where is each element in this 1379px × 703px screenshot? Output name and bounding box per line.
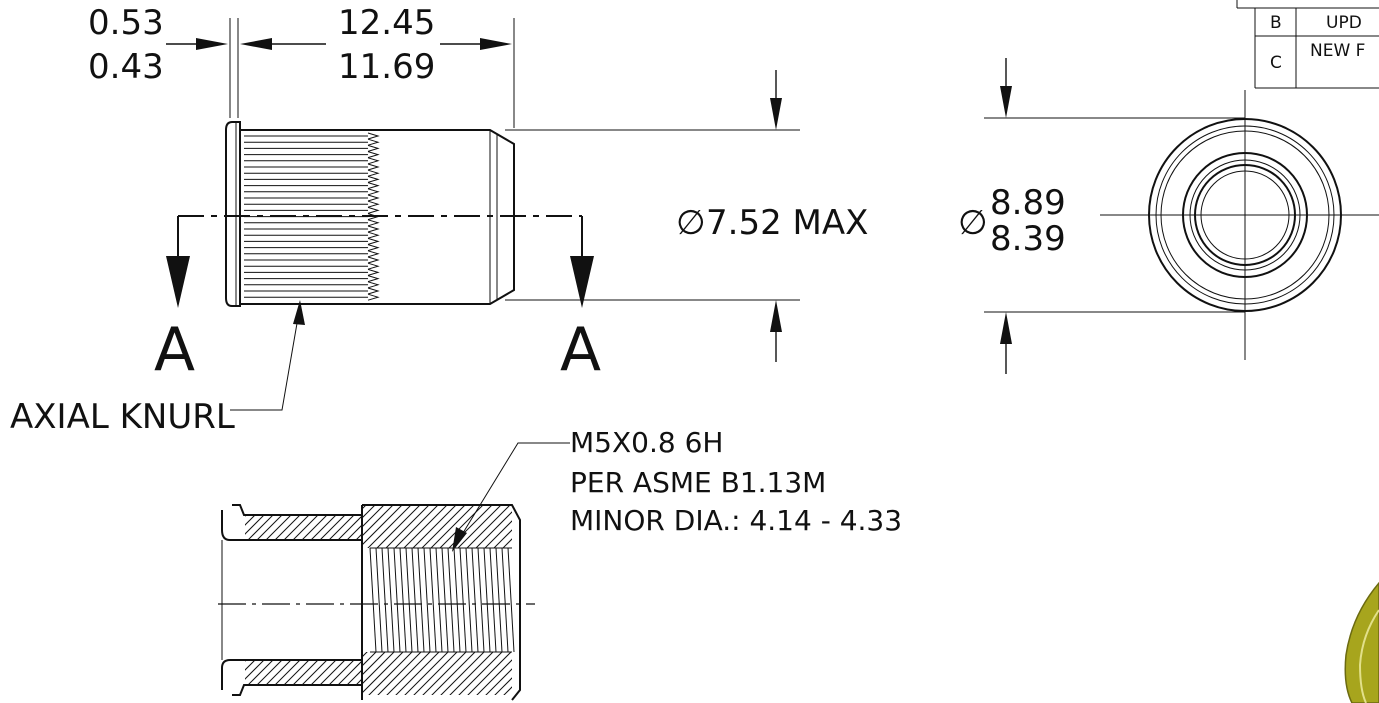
rev-row-c-letter: C xyxy=(1270,53,1282,73)
thread-standard: PER ASME B1.13M xyxy=(570,466,826,499)
flange-thickness-lower: 0.43 xyxy=(88,47,164,87)
rev-row-b-letter: B xyxy=(1270,13,1282,33)
flange-thickness-dimension: 0.53 0.43 xyxy=(88,3,228,87)
flange-diameter-upper: 8.89 xyxy=(990,183,1066,223)
body-diameter-value: 7.52 MAX xyxy=(706,203,868,243)
overall-length-upper: 12.45 xyxy=(338,3,435,43)
overall-length-lower: 11.69 xyxy=(338,47,435,87)
flange-diameter-symbol: ∅ xyxy=(958,203,988,243)
overall-length-dimension: 12.45 11.69 xyxy=(229,3,515,128)
side-view: A A xyxy=(154,121,601,385)
thread-spec: M5X0.8 6H xyxy=(570,426,723,459)
body-diameter-dimension: ∅ 7.52 MAX xyxy=(505,70,868,362)
revision-table: B UPD C NEW F xyxy=(1236,0,1379,89)
thread-minor-diameter: MINOR DIA.: 4.14 - 4.33 xyxy=(570,504,902,537)
knurl-callout: AXIAL KNURL xyxy=(10,300,305,437)
thread-callout: M5X0.8 6H PER ASME B1.13M MINOR DIA.: 4.… xyxy=(452,426,902,552)
rev-row-c-description: NEW F xyxy=(1310,41,1365,61)
end-view: ∅ 8.89 8.39 xyxy=(958,58,1379,374)
section-label-right: A xyxy=(560,315,601,385)
internal-thread xyxy=(369,547,515,653)
flange-diameter-lower: 8.39 xyxy=(990,219,1066,259)
body-diameter-symbol: ∅ xyxy=(676,203,706,243)
section-view xyxy=(218,504,535,701)
part-render-thumbnail xyxy=(1344,581,1379,703)
rev-row-b-description: UPD xyxy=(1326,13,1362,33)
axial-knurl xyxy=(244,132,380,301)
section-label-left: A xyxy=(154,315,195,385)
flange-thickness-upper: 0.53 xyxy=(88,3,164,43)
knurl-note: AXIAL KNURL xyxy=(10,397,235,437)
